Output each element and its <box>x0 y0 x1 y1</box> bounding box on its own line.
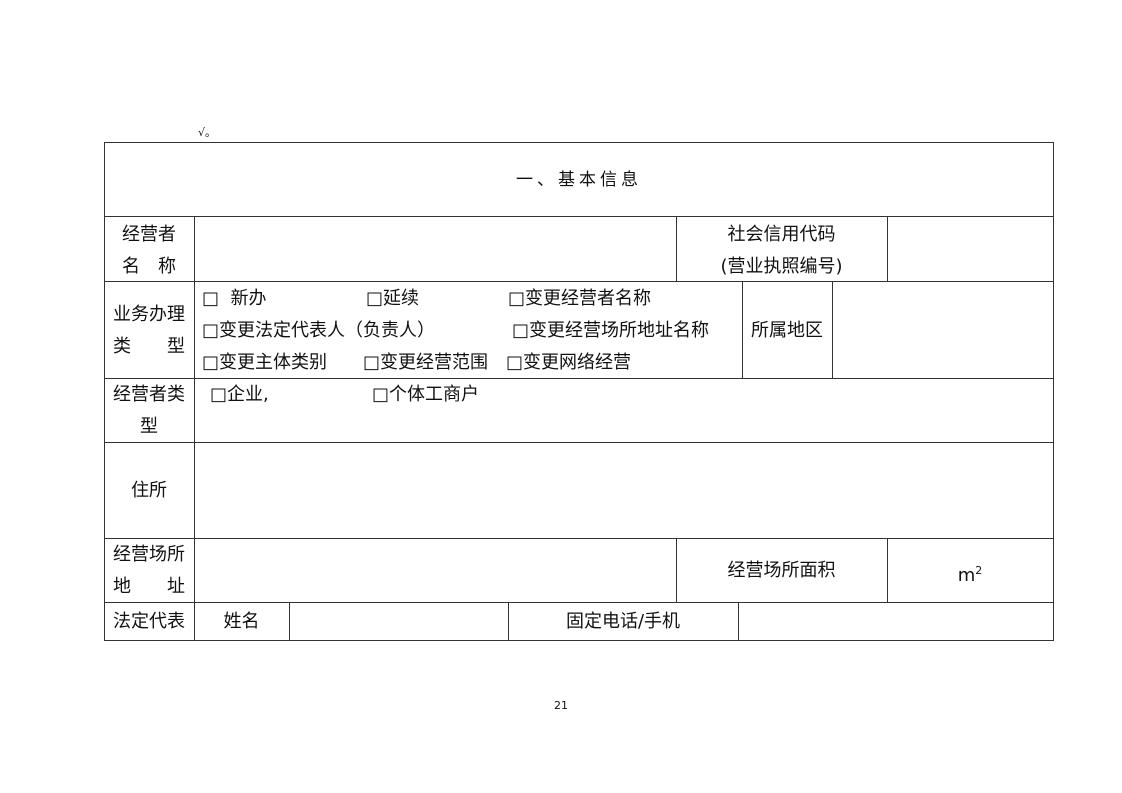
col-divider <box>194 216 195 641</box>
row-divider <box>104 216 1054 217</box>
premises-label-2: 地 址 <box>113 576 185 597</box>
page-number: 21 <box>554 699 568 712</box>
operator-type-label: 经营者类 <box>113 384 185 405</box>
option-renew[interactable]: □延续 <box>366 288 420 309</box>
option-new[interactable]: □ 新办 <box>202 288 267 309</box>
option-individual[interactable]: □个体工商户 <box>372 384 480 405</box>
option-change-address[interactable]: □变更经营场所地址名称 <box>512 320 710 341</box>
business-type-label: 业务办理 <box>113 304 185 325</box>
table-border <box>104 640 1054 641</box>
option-change-online[interactable]: □变更网络经营 <box>506 352 632 373</box>
business-type-label-2: 类 型 <box>113 336 185 357</box>
row-divider <box>104 442 1054 443</box>
table-border <box>104 142 1054 143</box>
premises-label: 经营场所 <box>113 544 185 565</box>
col-divider <box>676 538 677 602</box>
credit-code-label: 社会信用代码 <box>727 224 836 245</box>
operator-name-label-2: 名 称 <box>122 256 176 277</box>
option-enterprise[interactable]: □企业, <box>210 384 269 405</box>
area-unit: m2 <box>887 560 1053 587</box>
row-divider <box>104 538 1054 539</box>
col-divider <box>508 602 509 641</box>
col-divider <box>742 281 743 378</box>
area-unit-sup: 2 <box>975 564 983 577</box>
table-border <box>1053 142 1054 641</box>
table-border <box>104 142 105 641</box>
row-divider <box>104 378 1054 379</box>
col-divider <box>887 538 888 602</box>
area-unit-text: m <box>957 565 976 586</box>
residence-label: 住所 <box>131 480 167 501</box>
note-text: √。 <box>198 126 217 139</box>
col-divider <box>832 281 833 378</box>
region-label: 所属地区 <box>751 320 823 341</box>
name-label: 姓名 <box>223 611 260 632</box>
option-change-legal-rep[interactable]: □变更法定代表人（负责人） <box>202 320 436 341</box>
row-divider <box>104 602 1054 603</box>
option-change-scope[interactable]: □变更经营范围 <box>363 352 489 373</box>
col-divider <box>289 602 290 641</box>
area-label: 经营场所面积 <box>727 560 836 581</box>
legal-rep-label: 法定代表 <box>113 611 185 632</box>
section-title: 一、基本信息 <box>516 170 642 190</box>
col-divider <box>738 602 739 641</box>
phone-label: 固定电话/手机 <box>565 611 681 632</box>
option-change-name[interactable]: □变更经营者名称 <box>508 288 652 309</box>
col-divider <box>676 216 677 281</box>
operator-type-label-2: 型 <box>140 416 158 437</box>
operator-name-label: 经营者 <box>122 224 176 245</box>
credit-code-label-2: (营业执照编号) <box>720 256 843 277</box>
row-divider <box>104 281 1054 282</box>
col-divider <box>887 216 888 281</box>
option-change-entity-type[interactable]: □变更主体类别 <box>202 352 328 373</box>
